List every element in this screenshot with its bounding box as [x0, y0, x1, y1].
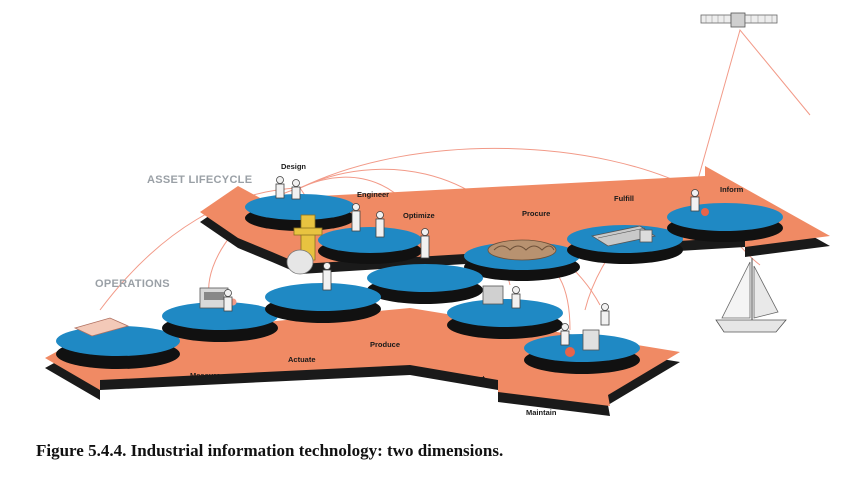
stage-label-inform: Inform — [720, 185, 744, 194]
sailboat-icon — [715, 258, 787, 333]
stage-label-maintain: Maintain — [526, 408, 557, 417]
platform-measure-left — [56, 326, 180, 369]
person-support — [511, 286, 521, 309]
asset-lifecycle-label: ASSET LIFECYCLE — [147, 174, 252, 186]
person-engineer-2 — [375, 211, 385, 238]
platform-engineer — [318, 227, 422, 264]
stage-label-produce: Produce — [370, 340, 400, 349]
stage-label-procure: Procure — [522, 209, 550, 218]
person-actuate — [322, 262, 332, 291]
platform-design — [245, 194, 355, 231]
person-maintain — [560, 323, 570, 346]
platform-measure — [162, 302, 278, 342]
stage-label-fulfill: Fulfill — [614, 194, 634, 203]
person-engineer — [351, 203, 361, 232]
figure-caption: Figure 5.4.4. Industrial information tec… — [36, 441, 504, 460]
stage-label-optimize: Optimize — [403, 211, 435, 220]
satellite-icon — [700, 12, 778, 28]
person-optimize — [420, 228, 430, 259]
person-design-2 — [291, 179, 301, 200]
stage-label-design: Design — [281, 162, 306, 171]
stage-label-actuate: Actuate — [288, 355, 316, 364]
stage-label-support: Support — [456, 374, 485, 383]
platform-actuate — [265, 283, 381, 323]
person-design — [275, 176, 285, 199]
industrial-it-diagram: ASSET LIFECYCLE OPERATIONS Design Engine… — [45, 12, 830, 417]
operations-label: OPERATIONS — [95, 278, 170, 290]
equipment-illustrations — [73, 208, 709, 357]
platform-support — [447, 299, 563, 339]
people-figures — [223, 176, 700, 346]
stage-label-engineer: Engineer — [357, 190, 389, 199]
platform-maintain — [524, 334, 640, 374]
person-inform — [690, 189, 700, 212]
platform-inform — [667, 203, 783, 242]
person-maintain-2 — [600, 303, 610, 326]
person-measure — [223, 289, 233, 312]
platform-optimize — [367, 264, 483, 304]
operations-platforms — [56, 283, 640, 374]
stage-label-measure: Measure — [190, 371, 220, 380]
